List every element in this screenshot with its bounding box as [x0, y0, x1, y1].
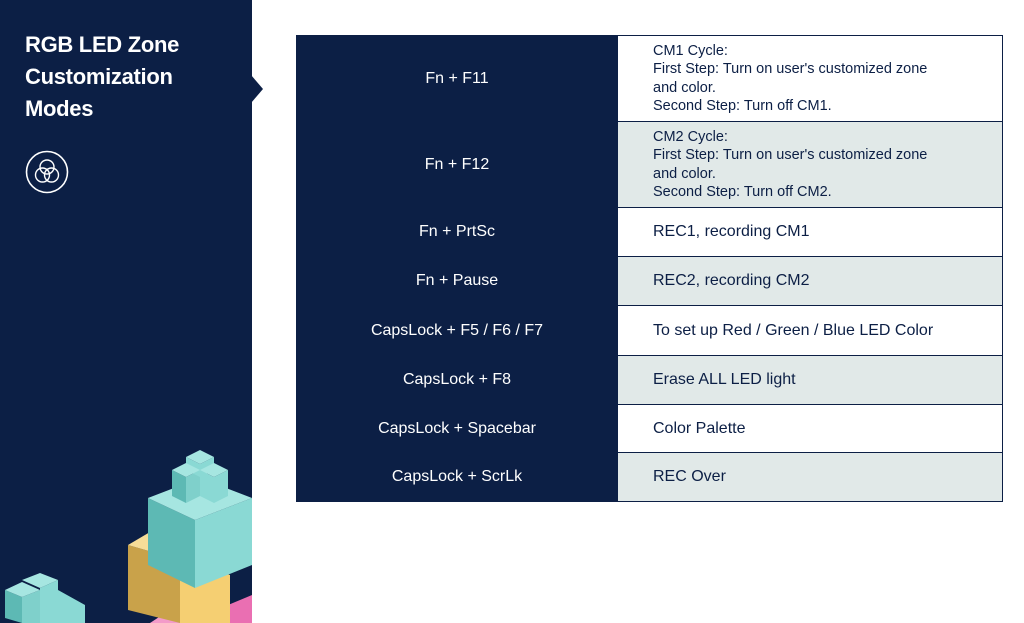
- key-combination: Fn + F11: [425, 69, 489, 87]
- table-row: CapsLock + F8 Erase ALL LED light: [296, 355, 1003, 405]
- key-combination: Fn + F12: [424, 155, 490, 173]
- table-row: Fn + PrtSc REC1, recording CM1: [296, 207, 1003, 257]
- description-line: and color.: [653, 165, 716, 182]
- key-combination-cell: CapsLock + F8: [296, 355, 618, 405]
- sidebar-panel: RGB LED Zone Customization Modes: [0, 0, 252, 623]
- title-line: RGB LED Zone: [25, 32, 180, 57]
- key-combination: CapsLock + ScrLk: [391, 468, 523, 485]
- table-row: Fn + Pause REC2, recording CM2: [296, 256, 1003, 306]
- key-combination-cell: CapsLock + F5 / F6 / F7: [296, 305, 618, 356]
- key-combination-cell: Fn + PrtSc: [296, 207, 618, 257]
- description-line: REC2, recording CM2: [653, 272, 810, 289]
- table-row: CapsLock + ScrLk REC Over: [296, 452, 1003, 502]
- rgb-circles-icon: [25, 150, 69, 194]
- decorative-cubes: [5, 450, 252, 623]
- description-line: Second Step: Turn off CM2.: [653, 184, 832, 200]
- key-combination: CapsLock + F8: [402, 371, 512, 388]
- description-cell: CM2 Cycle: First Step: Turn on user's cus…: [617, 121, 1003, 208]
- description-line: First Step: Turn on user's customized zo…: [653, 147, 928, 163]
- description-cell: Erase ALL LED light: [617, 355, 1003, 405]
- description-cell: CM1 Cycle: First Step: Turn on user's cus…: [617, 35, 1003, 122]
- title-line: Customization: [25, 64, 173, 89]
- page-title: RGB LED Zone Customization Modes: [25, 29, 240, 125]
- description-cell: Color Palette: [617, 404, 1003, 453]
- key-combination: CapsLock + F5 / F6 / F7: [370, 321, 544, 339]
- table-row: CapsLock + F5 / F6 / F7 To set up Red / G…: [296, 305, 1003, 356]
- description-line: CM1 Cycle:: [653, 42, 728, 59]
- sidebar-pointer: [251, 75, 263, 103]
- description-line: Erase ALL LED light: [653, 371, 796, 388]
- description-line: First Step: Turn on user's customized zo…: [653, 61, 928, 77]
- description-line: To set up Red / Green / Blue LED Color: [653, 321, 934, 339]
- description-line: Second Step: Turn off CM1.: [653, 98, 832, 114]
- title-line: Modes: [25, 96, 94, 121]
- description-cell: REC2, recording CM2: [617, 256, 1003, 306]
- table-row: Fn + F12 CM2 Cycle: First Step: Turn on us…: [296, 121, 1003, 208]
- key-combination-cell: CapsLock + Spacebar: [296, 404, 618, 453]
- shortcut-table: Fn + F11 CM1 Cycle: First Step: Turn on us…: [296, 35, 1003, 502]
- description-line: CM2 Cycle:: [653, 128, 728, 145]
- description-line: REC Over: [653, 468, 726, 485]
- description-line: and color.: [653, 79, 716, 96]
- key-combination-cell: CapsLock + ScrLk: [296, 452, 618, 502]
- key-combination-cell: Fn + Pause: [296, 256, 618, 306]
- key-combination: Fn + PrtSc: [418, 223, 496, 240]
- description-line: REC1, recording CM1: [653, 223, 810, 240]
- key-combination-cell: Fn + F11: [296, 35, 618, 122]
- key-combination-cell: Fn + F12: [296, 121, 618, 208]
- description-cell: REC Over: [617, 452, 1003, 502]
- key-combination: Fn + Pause: [415, 272, 499, 289]
- description-cell: REC1, recording CM1: [617, 207, 1003, 257]
- key-combination: CapsLock + Spacebar: [378, 419, 536, 437]
- description-line: Color Palette: [653, 419, 746, 437]
- description-cell: To set up Red / Green / Blue LED Color: [617, 305, 1003, 356]
- table-row: Fn + F11 CM1 Cycle: First Step: Turn on us…: [296, 35, 1003, 122]
- table-row: CapsLock + Spacebar Color Palette: [296, 404, 1003, 453]
